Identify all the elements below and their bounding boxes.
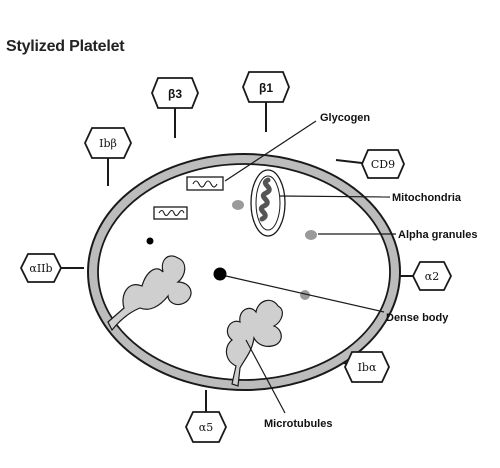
dense-body (213, 267, 227, 281)
label-microtubules: Microtubules (264, 418, 332, 430)
leader-mitochondria (279, 195, 391, 198)
svg-text:α2: α2 (425, 270, 439, 283)
label-alpha-granules: Alpha granules (398, 229, 477, 241)
receptor-stalks (48, 102, 414, 412)
glycogen-granules (153, 176, 224, 220)
diagram-title: Stylized Platelet (6, 38, 125, 55)
alpha-granules (232, 200, 317, 300)
microtubule-left (107, 255, 192, 332)
receptor-aiib: αIIb (19, 253, 63, 283)
mitochondrion (250, 169, 286, 237)
receptor-b1: β1 (242, 71, 290, 103)
stalk-cd9 (335, 159, 363, 164)
receptor-ibb: Ibβ (84, 127, 132, 159)
svg-text:CD9: CD9 (371, 158, 395, 171)
leader-lines (224, 120, 396, 414)
dense-body-small (146, 237, 154, 245)
receptor-b3: β3 (151, 77, 199, 109)
label-dense-body: Dense body (386, 312, 449, 324)
leader-glycogen (224, 120, 317, 182)
receptor-iba: Ibα (344, 351, 390, 383)
leader-microtubules (245, 339, 286, 414)
leader-dense-body (225, 275, 385, 313)
receptor-a2: α2 (411, 261, 453, 291)
svg-text:αIIb: αIIb (29, 262, 52, 275)
label-mitochondria: Mitochondria (392, 192, 462, 204)
svg-text:α5: α5 (199, 421, 213, 434)
svg-text:β1: β1 (259, 81, 273, 95)
svg-text:Ibβ: Ibβ (99, 137, 117, 150)
receptor-a5: α5 (185, 411, 227, 443)
receptor-cd9: CD9 (361, 149, 405, 179)
svg-text:β3: β3 (168, 87, 182, 101)
svg-text:Ibα: Ibα (358, 361, 377, 374)
microtubule-right (225, 299, 283, 387)
label-glycogen: Glycogen (320, 112, 370, 124)
